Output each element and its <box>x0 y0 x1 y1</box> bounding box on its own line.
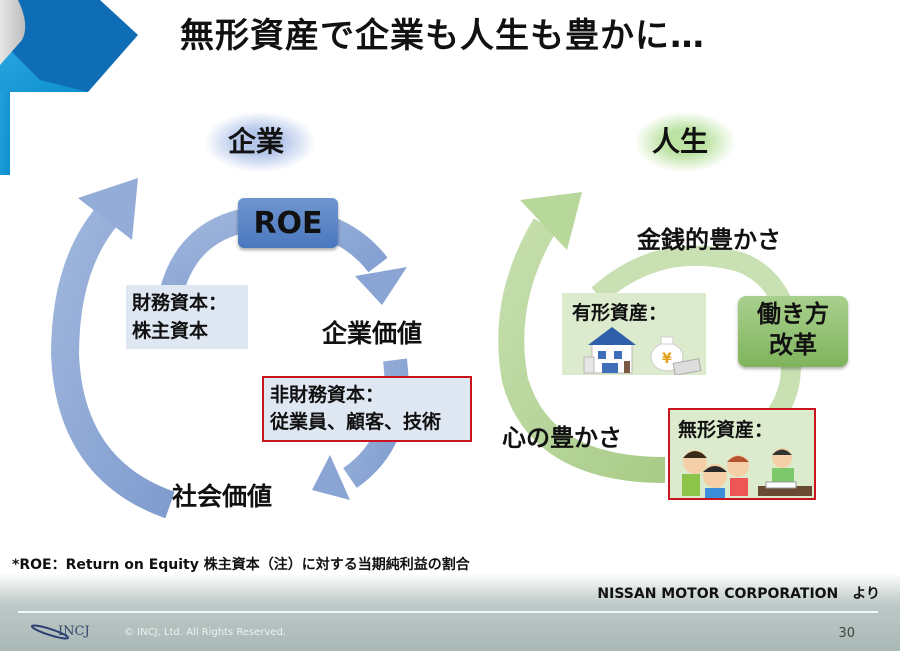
nonfinancial-capital-box: 非財務資本： 従業員、顧客、技術 <box>262 376 472 442</box>
copyright: © INCJ, Ltd. All Rights Reserved. <box>124 627 287 638</box>
house-icon <box>583 327 636 374</box>
financial-capital-line1: 財務資本： <box>132 292 228 314</box>
intangible-assets-box: 無形資産： <box>668 408 816 500</box>
slide-title: 無形資産で企業も人生も豊かに… <box>180 16 705 56</box>
outer-cycle-arrowhead <box>78 178 138 240</box>
life-heading-glow <box>635 112 735 172</box>
banknotes-icon <box>672 358 702 375</box>
footer-divider <box>18 611 878 613</box>
inner-arc-arrowhead <box>355 267 407 305</box>
corporate-heading: 企業 <box>228 125 285 158</box>
page-number: 30 <box>838 626 855 641</box>
studying-child-illustration <box>758 448 812 496</box>
incj-logo-swoosh <box>30 624 70 640</box>
tangible-assets-illustration: ¥ <box>583 327 702 375</box>
roe-footnote: *ROE：Return on Equity 株主資本（注）に対する当期純利益の割… <box>12 557 470 573</box>
incj-logo: INCJ <box>58 624 90 639</box>
nonfinancial-line2: 従業員、顧客、技術 <box>270 411 442 433</box>
outer-cycle-arrow <box>50 205 175 519</box>
social-value-label: 社会価値 <box>172 482 273 511</box>
work-style-line1: 働き方 <box>757 300 829 328</box>
nonfinancial-line1: 非財務資本： <box>270 384 385 406</box>
life-heading: 人生 <box>652 125 709 158</box>
corporate-heading-glow <box>205 112 315 172</box>
corner-decoration <box>0 0 160 180</box>
lower-arc-arrowhead <box>312 455 350 500</box>
financial-capital-box: 財務資本： 株主資本 <box>126 285 248 349</box>
footer-band <box>0 575 900 651</box>
life-outer-arrowhead <box>520 192 582 250</box>
source-credit: NISSAN MOTOR CORPORATION より <box>597 586 880 602</box>
tangible-assets-label: 有形資産： <box>572 302 668 324</box>
svg-text:¥: ¥ <box>662 351 672 367</box>
work-style-line2: 改革 <box>769 331 817 359</box>
roe-box: ROE <box>238 198 338 248</box>
monetary-wealth-label: 金銭的豊かさ <box>637 226 781 254</box>
work-style-reform-box: 働き方 改革 <box>738 296 848 367</box>
intangible-assets-label: 無形資産： <box>678 419 774 441</box>
tangible-assets-box: 有形資産： ¥ <box>562 293 706 375</box>
financial-capital-line2: 株主資本 <box>132 320 209 342</box>
life-outer-arrow <box>498 218 666 483</box>
corporate-value-label: 企業価値 <box>322 319 423 348</box>
family-illustration <box>682 448 812 498</box>
spiritual-wealth-label: 心の豊かさ <box>502 424 622 452</box>
